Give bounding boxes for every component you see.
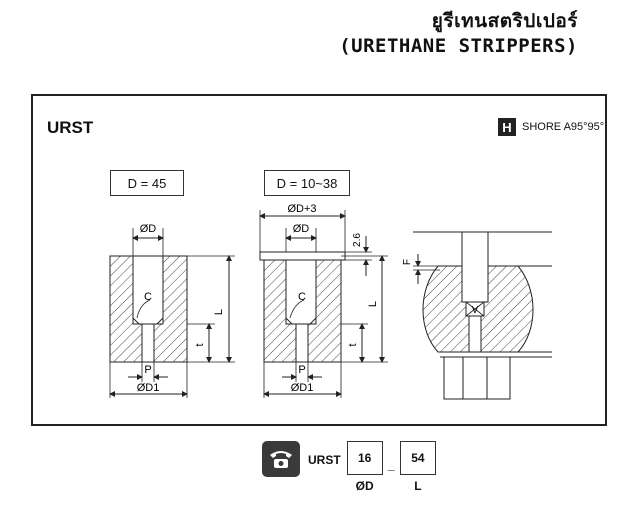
left-chamfer-dim: C [144,291,152,303]
drawing-frame [31,94,607,426]
hardness-spec: H SHORE A95°95° [498,118,604,136]
right-free-dim: F [402,259,413,265]
middle-length-dim: L [367,301,379,307]
ordering-example: URST 16 ØD _ 54 L [262,441,436,493]
order-code: URST [308,453,341,467]
telephone-icon [262,441,300,477]
product-code: URST [47,118,94,137]
order-diameter-group: 16 ØD [346,441,383,493]
order-length-value: 54 [399,441,436,475]
stripper-assembly-section [413,231,552,400]
middle-bore-dim: ØD [293,223,310,235]
size-label-left: D = 45 [110,170,184,196]
middle-chamfer-dim: C [298,291,306,303]
middle-pin-dim: P [298,364,305,376]
middle-counterbore-dim: ØD+3 [287,203,316,215]
middle-depth-dim: 2.6 [352,233,363,247]
left-thickness-dim: t [194,343,206,346]
left-bore-dim: ØD [140,223,157,235]
order-separator: _ [387,457,395,472]
left-pin-dim: P [144,364,151,376]
page-title-english: (URETHANE STRIPPERS) [339,35,578,57]
page-title-thai: ยูรีเทนสตริปเปอร์ [431,10,578,32]
hardness-icon: H [498,118,516,136]
left-outer-dim: ØD1 [137,382,160,394]
middle-outer-dim: ØD1 [291,382,314,394]
stripper-middle-section [259,210,388,398]
right-vent-dim: V [472,305,479,316]
size-label-middle: D = 10~38 [264,170,350,196]
stripper-left-section [109,228,235,398]
order-diameter-label: ØD [355,479,374,493]
hardness-label: SHORE A95°95° [522,121,605,133]
order-length-label: L [414,479,422,493]
middle-thickness-dim: t [347,343,359,346]
order-length-group: 54 L [399,441,436,493]
order-diameter-value: 16 [346,441,383,475]
left-length-dim: L [213,309,225,315]
